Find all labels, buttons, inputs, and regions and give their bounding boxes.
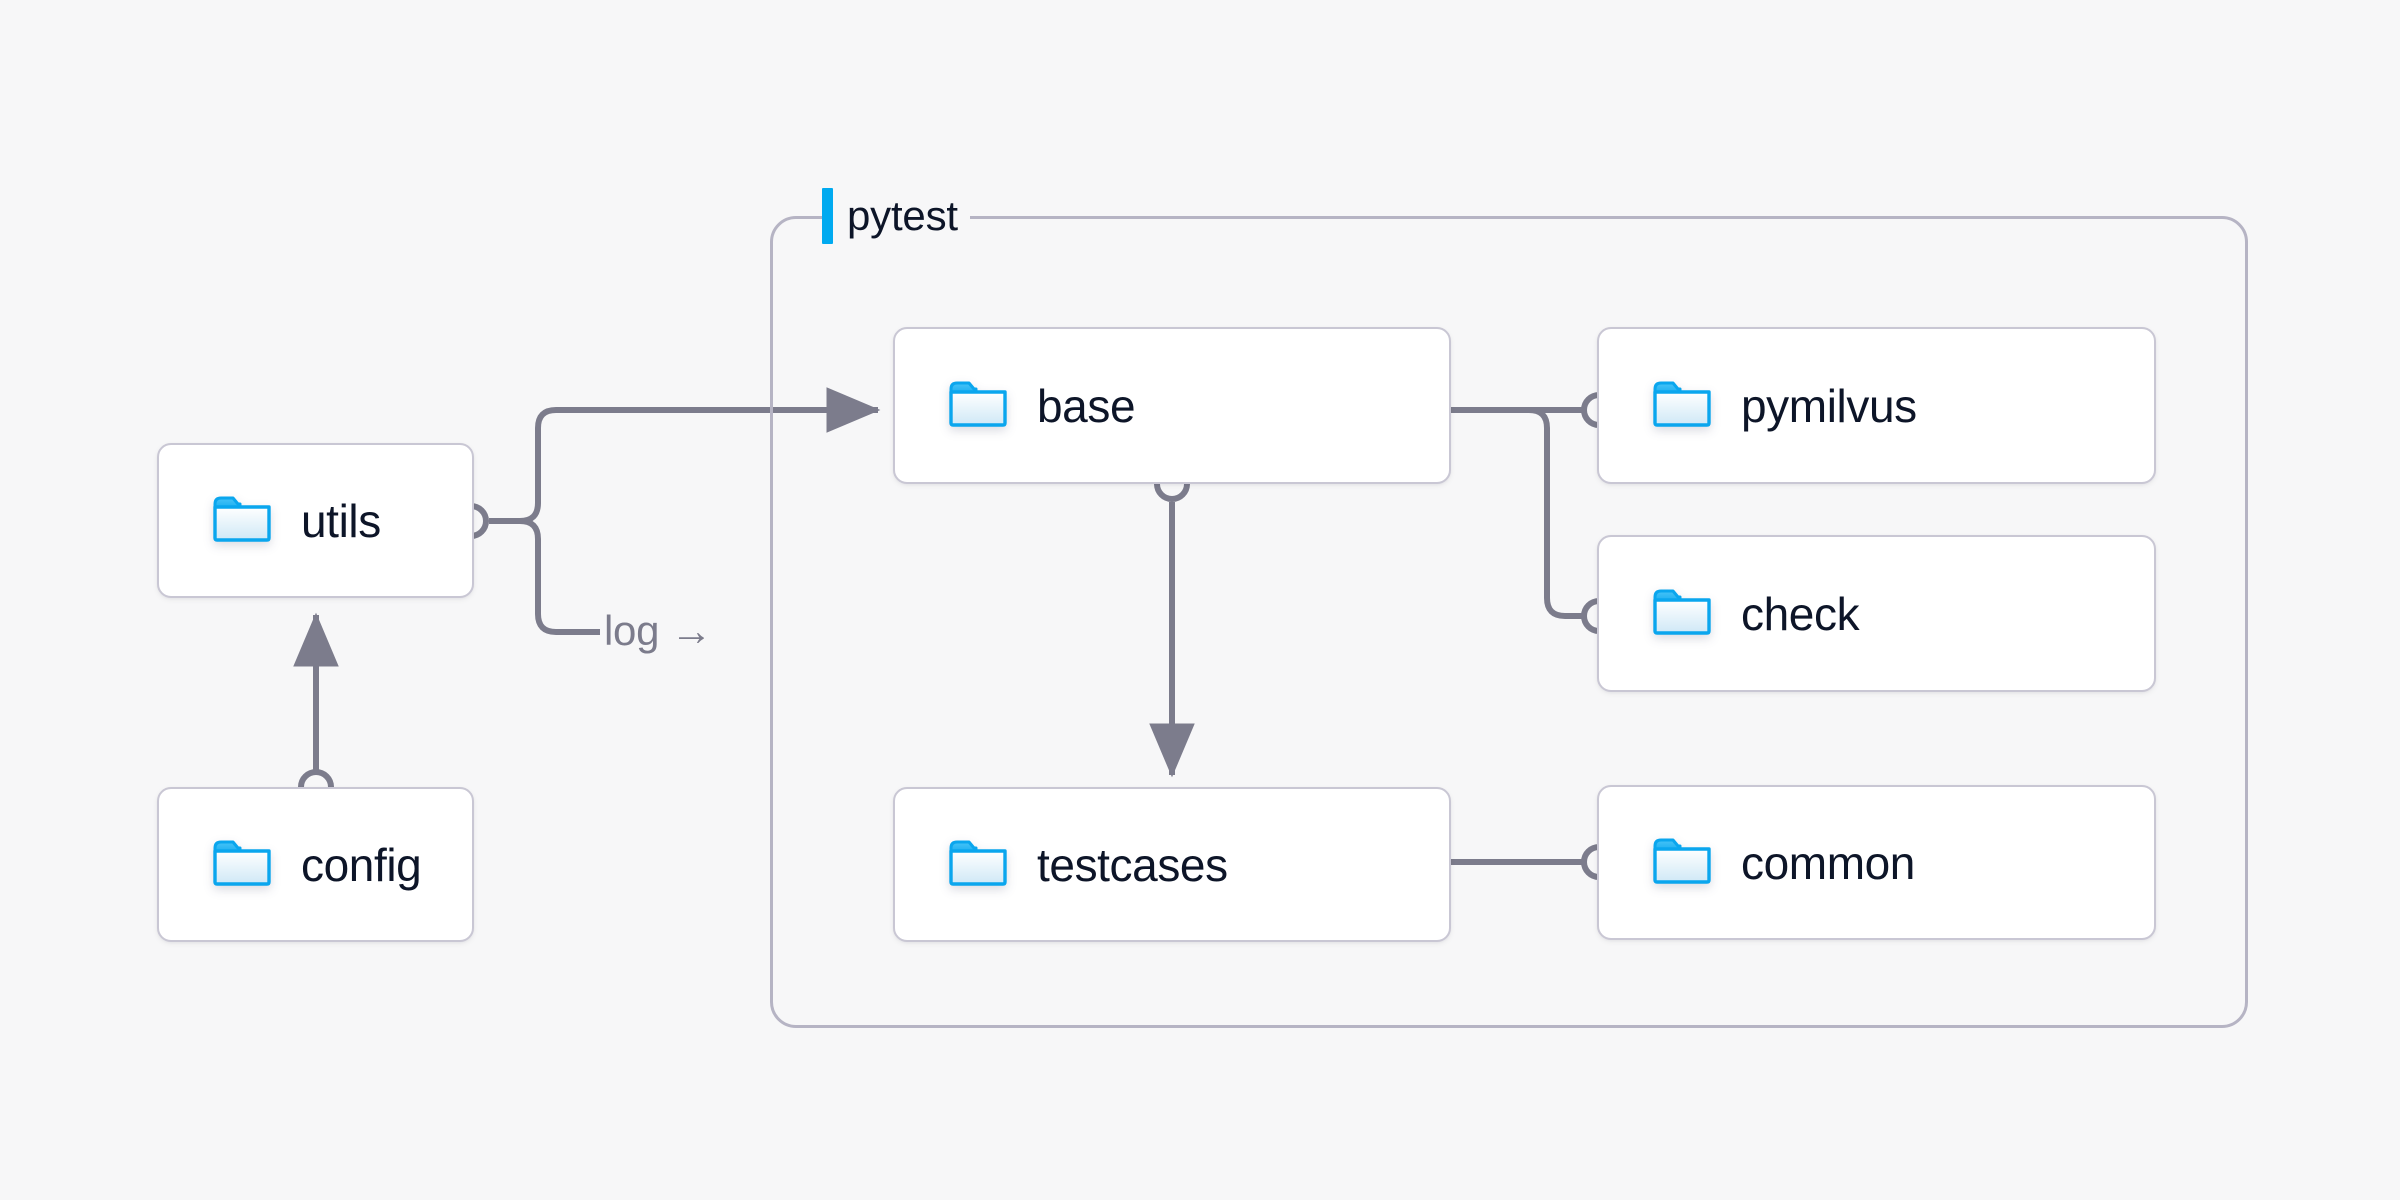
node-testcases[interactable]: testcases — [893, 787, 1451, 942]
node-config[interactable]: config — [157, 787, 474, 942]
node-pymilvus-label: pymilvus — [1741, 379, 1917, 432]
folder-icon — [213, 838, 271, 891]
node-common[interactable]: common — [1597, 785, 2156, 940]
folder-icon — [213, 494, 271, 547]
node-pymilvus[interactable]: pymilvus — [1597, 327, 2156, 484]
group-accent-bar — [822, 188, 833, 244]
edge-label-log: log → — [604, 607, 713, 654]
folder-icon — [1653, 836, 1711, 889]
folder-icon — [949, 838, 1007, 891]
group-pytest-label-text: pytest — [847, 192, 958, 239]
group-pytest — [770, 216, 2248, 1028]
node-config-label: config — [301, 838, 422, 891]
node-testcases-label: testcases — [1037, 838, 1228, 891]
folder-icon — [1653, 379, 1711, 432]
folder-icon — [1653, 587, 1711, 640]
wire-utils-to-log — [519, 518, 600, 635]
folder-icon — [949, 379, 1007, 432]
node-utils[interactable]: utils — [157, 443, 474, 598]
node-check-label: check — [1741, 587, 1860, 640]
node-check[interactable]: check — [1597, 535, 2156, 692]
node-base[interactable]: base — [893, 327, 1451, 484]
node-utils-label: utils — [301, 494, 381, 547]
node-common-label: common — [1741, 836, 1915, 889]
node-base-label: base — [1037, 379, 1136, 432]
group-pytest-label: pytest — [822, 185, 970, 247]
